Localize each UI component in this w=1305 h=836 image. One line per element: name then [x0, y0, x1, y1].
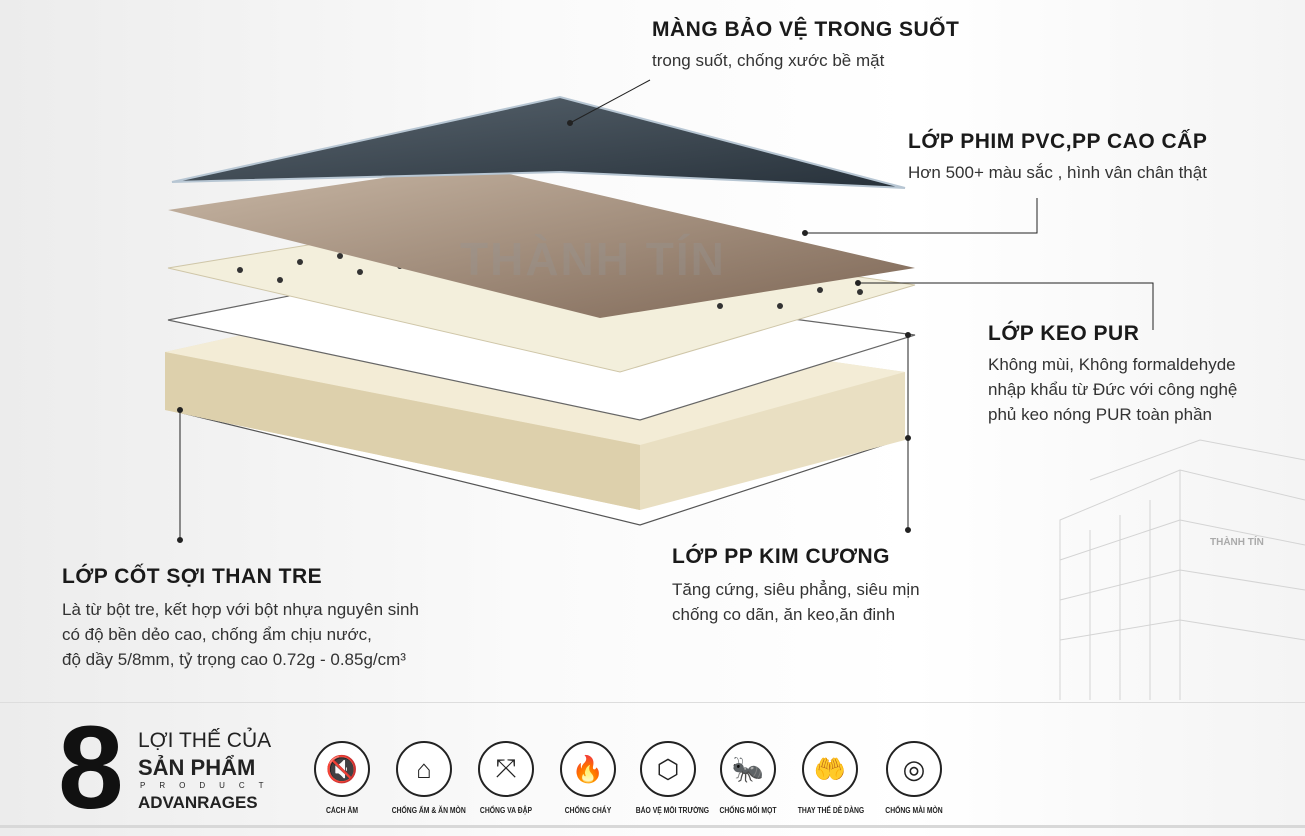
advantage-label: CHỐNG MỐI MỌT: [719, 806, 777, 815]
label-bamboo-core: LỚP CỐT SỢI THAN TRE Là từ bột tre, kết …: [62, 565, 419, 672]
layer-description: Không mùi, Không formaldehyde: [988, 355, 1236, 374]
hands-plant-icon: 🤲: [802, 741, 858, 797]
leader-lines: [177, 79, 1154, 543]
layer-title: LỚP PP KIM CƯƠNG: [672, 545, 890, 568]
building-sketch: [1059, 439, 1305, 700]
advantages-line3: PRODUCT: [140, 781, 278, 790]
mute-icon: 🔇: [314, 741, 370, 797]
advantage-soundproof: 🔇 CÁCH ÂM: [304, 741, 380, 815]
advantage-impact: ⤧ CHỐNG VA ĐẬP: [468, 741, 544, 815]
layer-description: có độ bền dẻo cao, chống ẩm chịu nước,: [62, 625, 372, 644]
fire-icon: 🔥: [560, 741, 616, 797]
layer-protective-film: [171, 95, 906, 189]
advantage-replace: 🤲 THAY THẾ DỄ DÀNG: [792, 741, 868, 815]
compress-arrows-icon: ⤧: [478, 741, 534, 797]
label-pp-diamond: LỚP PP KIM CƯƠNG Tăng cứng, siêu phẳng, …: [672, 545, 920, 627]
advantage-label: CHỐNG VA ĐẬP: [479, 806, 533, 815]
label-pur-glue: LỚP KEO PUR Không mùi, Không formaldehyd…: [988, 322, 1237, 427]
termite-icon: 🐜: [720, 741, 776, 797]
layer-description: phủ keo nóng PUR toàn phần: [988, 405, 1213, 424]
advantages-line2: SẢN PHẨM: [138, 755, 256, 780]
advantage-fire: 🔥 CHỐNG CHÁY: [550, 741, 626, 815]
advantage-label: CHỐNG MÀI MÒN: [885, 806, 943, 815]
layer-description: Là từ bột tre, kết hợp với bột nhựa nguy…: [62, 600, 419, 619]
advantage-label: CHỐNG ẨM & ĂN MÒN: [391, 806, 466, 815]
layer-title: LỚP PHIM PVC,PP CAO CẤP: [908, 130, 1208, 153]
fingerprint-icon: ◎: [886, 741, 942, 797]
building-logo-text: THÀNH TÍN: [1210, 535, 1264, 548]
watermark: THÀNH TÍN: [460, 233, 726, 285]
label-protective-film: MÀNG BẢO VỆ TRONG SUỐT trong suốt, chống…: [652, 18, 959, 73]
layer-description: nhập khẩu từ Đức với công nghệ: [988, 380, 1238, 399]
advantage-moisture: ⌂ CHỐNG ẨM & ĂN MÒN: [386, 741, 466, 815]
layer-description: Hơn 500+ màu sắc , hình vân chân thật: [908, 163, 1207, 182]
advantage-termite: 🐜 CHỐNG MỐI MỌT: [710, 741, 786, 815]
layer-pvc-film: [168, 165, 915, 318]
layer-title: LỚP CỐT SỢI THAN TRE: [62, 565, 323, 588]
layer-description: trong suốt, chống xước bề mặt: [652, 51, 885, 70]
advantage-label: THAY THẾ DỄ DÀNG: [797, 806, 865, 815]
leaf-hexagon-icon: ⬡: [640, 741, 696, 797]
advantage-eco: ⬡ BẢO VỆ MÔI TRƯỜNG: [630, 741, 710, 815]
layer-description: Tăng cứng, siêu phẳng, siêu mịn: [672, 580, 920, 599]
layer-description: độ dầy 5/8mm, tỷ trọng cao 0.72g - 0.85g…: [62, 650, 406, 669]
layer-title: MÀNG BẢO VỆ TRONG SUỐT: [652, 18, 960, 41]
house-icon: ⌂: [396, 741, 452, 797]
advantages-line4: ADVANRAGES: [138, 793, 258, 812]
layer-title: LỚP KEO PUR: [988, 322, 1140, 345]
label-pvc-film: LỚP PHIM PVC,PP CAO CẤP Hơn 500+ màu sắc…: [908, 130, 1207, 185]
advantage-label: CÁCH ÂM: [325, 806, 359, 815]
advantages-line1: LỢI THẾ CỦA: [138, 729, 272, 752]
advantage-label: BẢO VỆ MÔI TRƯỜNG: [635, 806, 710, 815]
advantages-number: 8: [58, 702, 124, 834]
layer-description: chống co dãn, ăn keo,ăn đinh: [672, 605, 896, 624]
advantage-wear: ◎ CHỐNG MÀI MÒN: [876, 741, 952, 815]
advantage-label: CHỐNG CHÁY: [564, 806, 612, 815]
advantages-bar: 8 LỢI THẾ CỦA SẢN PHẨM PRODUCT ADVANRAGE…: [0, 702, 1305, 828]
